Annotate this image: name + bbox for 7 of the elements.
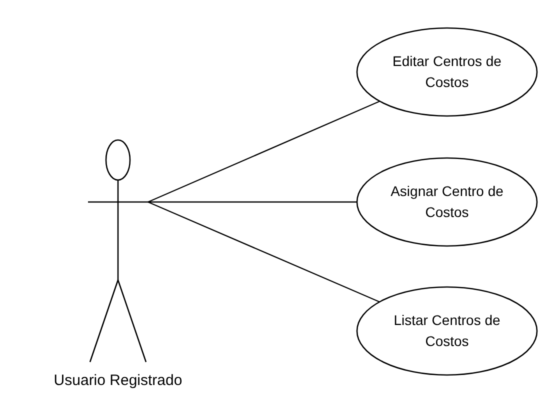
association-line	[148, 201, 380, 302]
association-line	[148, 201, 357, 203]
use-case-label: Listar Centros de Costos	[392, 311, 502, 351]
actor-name: Usuario Registrado	[54, 372, 182, 389]
use-case-label: Asignar Centro de Costos	[390, 182, 504, 222]
association-line	[148, 100, 380, 203]
use-case-label: Editar Centros de Costos	[392, 52, 502, 92]
